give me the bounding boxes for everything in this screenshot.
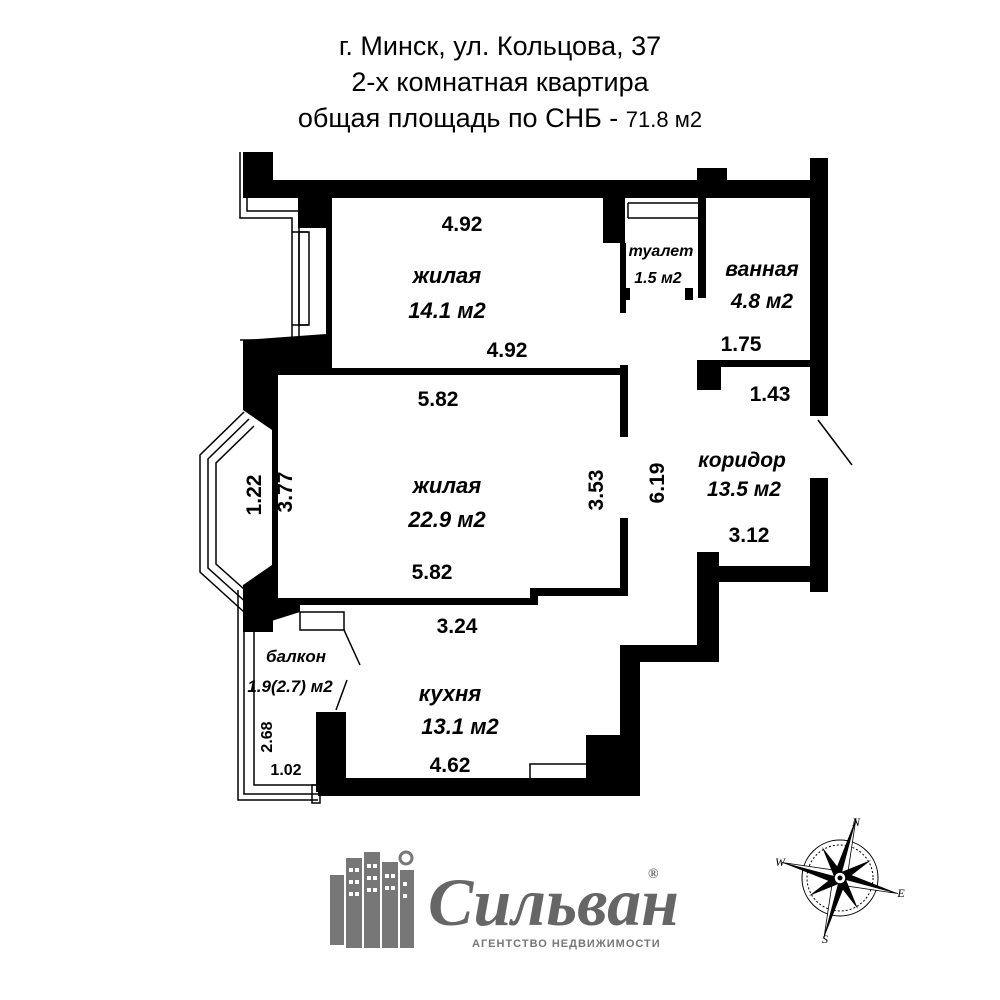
toilet-name: туалет xyxy=(629,243,694,260)
dim-living2-bottom: 5.82 xyxy=(412,561,453,584)
dim-corridor-bottom: 3.12 xyxy=(729,524,770,547)
logo-registered: ® xyxy=(648,867,659,882)
bathroom-area: 4.8 м2 xyxy=(730,290,794,313)
living1-area: 14.1 м2 xyxy=(408,298,486,323)
bay-window xyxy=(199,411,255,613)
corridor-area: 13.5 м2 xyxy=(707,478,781,501)
dim-balcony-length: 2.68 xyxy=(259,721,276,752)
total-area-prefix: общая площадь по СНБ - xyxy=(297,103,626,133)
toilet-area: 1.5 м2 xyxy=(634,270,682,287)
living2-name: жилая xyxy=(412,473,482,498)
dim-kitchen-top: 3.24 xyxy=(437,615,478,638)
dim-bath-width: 1.75 xyxy=(721,333,762,356)
compass-north: N xyxy=(851,815,861,829)
bathroom-name: ванная xyxy=(725,258,799,281)
kitchen-name: кухня xyxy=(419,681,481,706)
dim-living1-top: 4.92 xyxy=(442,213,483,236)
entrance-door xyxy=(817,419,853,466)
living2-area: 22.9 м2 xyxy=(407,507,486,532)
total-area-value: 71.8 xyxy=(625,107,669,132)
logo-tagline: АГЕНТСТВО НЕДВИЖИМОСТИ xyxy=(472,938,661,950)
corridor-name: коридор xyxy=(698,449,786,472)
compass-rose: N E S W xyxy=(775,815,905,946)
dim-living2-right: 3.53 xyxy=(585,470,608,511)
plan-header: г. Минск, ул. Кольцова, 37 2-х комнатная… xyxy=(0,28,1000,138)
compass-south: S xyxy=(822,932,828,946)
balcony-outline xyxy=(237,590,345,804)
balcony-door-2 xyxy=(335,679,348,711)
dim-balcony-width: 1.02 xyxy=(270,762,301,779)
kitchen-radiator xyxy=(529,763,589,781)
dim-living2-height: 3.77 xyxy=(274,472,297,513)
company-logo: Сильван ® АГЕНТСТВО НЕДВИЖИМОСТИ xyxy=(330,850,679,950)
dim-bay-width: 1.22 xyxy=(243,475,266,516)
dim-living1-bottom: 4.92 xyxy=(487,339,528,362)
buildings-icon xyxy=(330,850,414,948)
balcony-area: 1.9(2.7) м2 xyxy=(247,677,333,696)
dim-corridor-length: 6.19 xyxy=(646,463,669,504)
walls xyxy=(243,152,828,796)
doors xyxy=(335,419,853,711)
toilet-partition xyxy=(627,202,698,219)
total-area-line: общая площадь по СНБ - 71.8 м2 xyxy=(0,100,1000,138)
address-line: г. Минск, ул. Кольцова, 37 xyxy=(338,31,662,61)
logo-name: Сильван xyxy=(428,864,679,940)
total-area-unit: м2 xyxy=(674,107,703,132)
kitchen-area: 13.1 м2 xyxy=(421,714,499,739)
building-windows xyxy=(349,864,407,898)
dim-corridor-top: 1.43 xyxy=(750,383,791,406)
compass-east: E xyxy=(896,886,905,900)
living1-name: жилая xyxy=(412,263,482,288)
balcony-door xyxy=(343,629,361,666)
dim-living2-top: 5.82 xyxy=(418,388,459,411)
apartment-type-line: 2-х комнатная квартира xyxy=(351,67,649,97)
balcony-name: балкон xyxy=(266,647,326,666)
compass-west: W xyxy=(775,855,786,869)
dim-kitchen-bottom: 4.62 xyxy=(430,754,471,777)
